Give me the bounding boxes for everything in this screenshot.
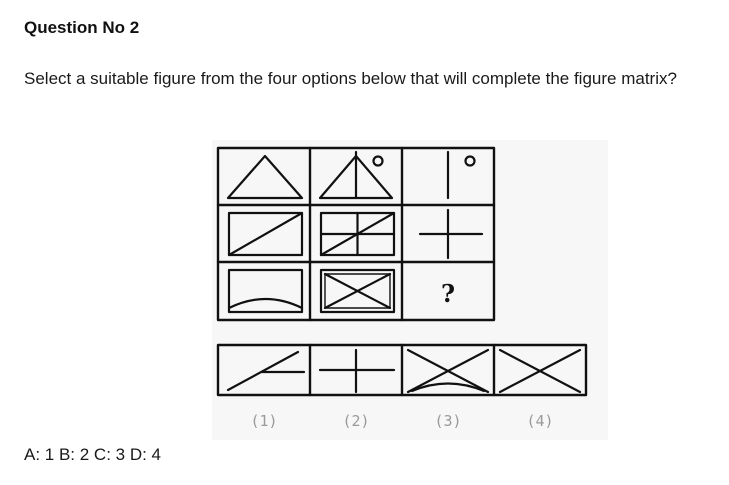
option-4-label: (4) [526, 412, 553, 430]
cell-r2c2-square-cross-diagonal [319, 211, 396, 257]
cell-r1c2-triangle-line-circle [318, 150, 394, 200]
question-title: Question No 2 [24, 18, 140, 37]
option-3-figure[interactable] [406, 348, 490, 394]
option-2-label: (2) [342, 412, 369, 430]
matrix-grid [216, 146, 496, 322]
options-grid [216, 343, 588, 397]
cell-r1c1-triangle [226, 154, 304, 200]
cell-r2c1-square-diagonal [227, 211, 304, 257]
cell-r2c3-cross [418, 208, 484, 260]
figure-matrix-svg: ? (1) (2) (3) (4) [216, 146, 588, 430]
option-4-figure[interactable] [498, 348, 582, 394]
cell-r1c3-line-circle [446, 150, 476, 200]
question-text: Select a suitable figure from the four o… [24, 69, 677, 88]
option-1-label: (1) [250, 412, 277, 430]
missing-cell-question-mark: ? [441, 279, 455, 308]
answer-choices: A: 1 B: 2 C: 3 D: 4 [24, 445, 162, 464]
cell-r3c1-square-arc [227, 268, 304, 314]
option-1-figure[interactable] [226, 350, 306, 392]
option-2-figure[interactable] [318, 348, 396, 394]
figure-matrix-image: ? (1) (2) (3) (4) [212, 140, 608, 440]
option-3-label: (3) [434, 412, 461, 430]
cell-r3c2-square-x [319, 268, 396, 314]
